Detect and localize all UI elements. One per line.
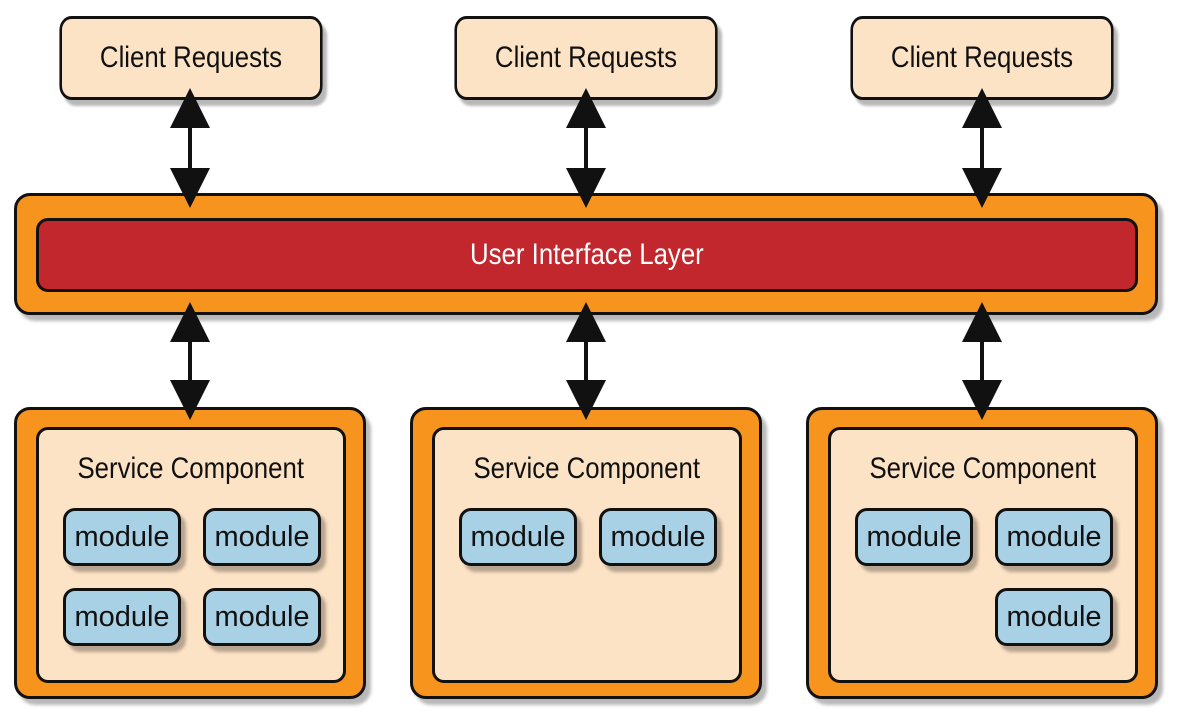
user-interface-layer-label: User Interface Layer — [470, 238, 704, 271]
module-box: module — [599, 508, 717, 566]
service-component-title: Service Component — [869, 452, 1097, 485]
service-component-title: Service Component — [77, 452, 305, 485]
module-box: module — [459, 508, 577, 566]
client-requests-label: Client Requests — [494, 41, 678, 74]
service-component-2: Service Component module module — [432, 427, 742, 683]
client-requests-box-3: Client Requests — [850, 16, 1114, 100]
service-component-1: Service Component module module module m… — [36, 427, 346, 683]
module-box: module — [995, 588, 1113, 646]
module-box: module — [203, 588, 321, 646]
user-interface-layer: User Interface Layer — [36, 218, 1138, 292]
module-box: module — [203, 508, 321, 566]
client-requests-label: Client Requests — [890, 41, 1074, 74]
service-component-title: Service Component — [473, 452, 701, 485]
client-requests-label: Client Requests — [99, 41, 283, 74]
module-box: module — [63, 588, 181, 646]
module-box: module — [995, 508, 1113, 566]
module-box: module — [855, 508, 973, 566]
service-component-3: Service Component module module module — [828, 427, 1138, 683]
module-box: module — [63, 508, 181, 566]
client-requests-box-1: Client Requests — [59, 16, 323, 100]
